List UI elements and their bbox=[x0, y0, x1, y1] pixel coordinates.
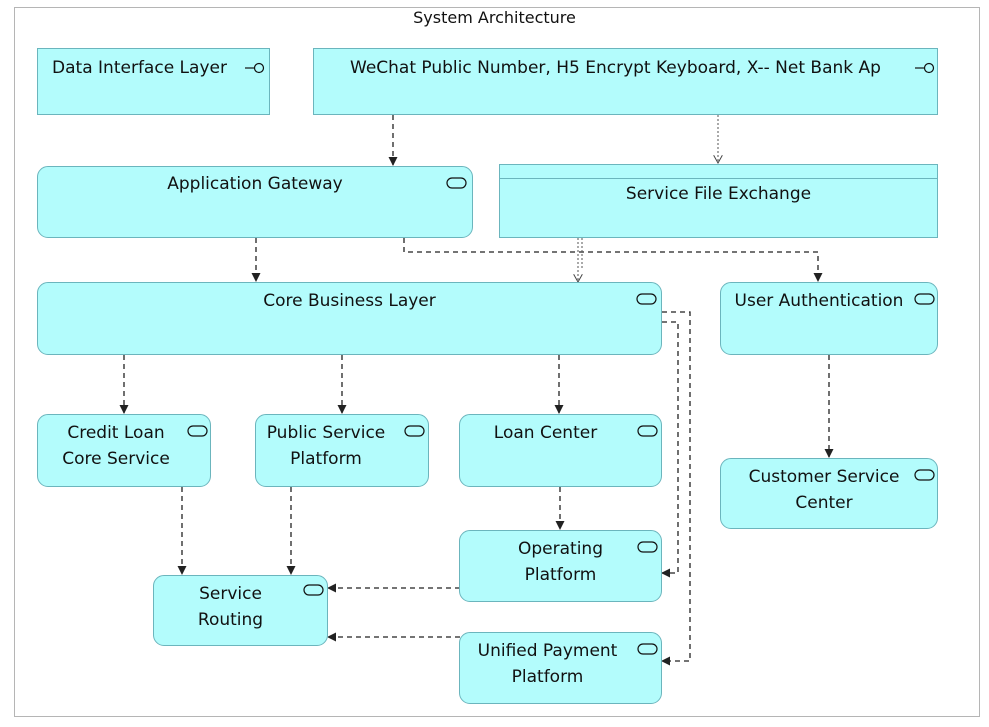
node-label: User Authentication bbox=[734, 291, 904, 311]
node-label-line1: Service bbox=[199, 584, 262, 604]
node-label: Data Interface Layer bbox=[52, 58, 227, 78]
node-customer-service-center[interactable]: Customer Service Center bbox=[720, 458, 938, 529]
service-icon bbox=[187, 425, 208, 437]
node-label: Loan Center bbox=[493, 423, 598, 443]
node-core-business-layer[interactable]: Core Business Layer bbox=[37, 282, 662, 355]
node-service-routing[interactable]: Service Routing bbox=[153, 575, 328, 646]
service-icon bbox=[914, 469, 935, 481]
service-icon bbox=[637, 643, 658, 655]
interface-icon bbox=[245, 62, 265, 74]
edge-gateway-to-user-auth bbox=[403, 238, 823, 282]
node-operating-platform[interactable]: Operating Platform bbox=[459, 530, 662, 602]
node-label-line2: Platform bbox=[511, 667, 584, 687]
node-credit-loan-core-service[interactable]: Credit Loan Core Service bbox=[37, 414, 211, 487]
node-label-line1: Public Service bbox=[266, 423, 386, 443]
node-label: Application Gateway bbox=[167, 174, 343, 194]
service-icon bbox=[914, 293, 935, 305]
edge-core-to-operating bbox=[661, 321, 679, 578]
service-icon bbox=[636, 293, 657, 305]
node-label: Core Business Layer bbox=[263, 291, 436, 311]
node-public-service-platform[interactable]: Public Service Platform bbox=[255, 414, 429, 487]
node-label-line1: Unified Payment bbox=[477, 641, 618, 661]
node-unified-payment-platform[interactable]: Unified Payment Platform bbox=[459, 632, 662, 704]
node-label-line1: Operating bbox=[518, 539, 603, 559]
edge-core-to-payment bbox=[661, 311, 691, 666]
node-data-interface-layer[interactable]: Data Interface Layer bbox=[37, 48, 270, 115]
interface-icon bbox=[915, 62, 935, 74]
node-user-authentication[interactable]: User Authentication bbox=[720, 282, 938, 355]
node-label-line2: Center bbox=[795, 493, 853, 513]
node-wechat-net-bank-app[interactable]: WeChat Public Number, H5 Encrypt Keyboar… bbox=[313, 48, 938, 115]
node-application-gateway[interactable]: Application Gateway bbox=[37, 166, 473, 238]
node-label-line2: Platform bbox=[290, 449, 362, 469]
node-service-file-exchange[interactable]: Service File Exchange bbox=[499, 164, 938, 238]
node-label: WeChat Public Number, H5 Encrypt Keyboar… bbox=[350, 58, 881, 78]
node-label-line1: Customer Service bbox=[748, 467, 900, 487]
service-icon bbox=[637, 541, 658, 553]
node-label-line2: Platform bbox=[524, 565, 597, 585]
diagram-title: System Architecture bbox=[413, 8, 576, 27]
diagram-frame bbox=[14, 7, 980, 717]
node-label: Service File Exchange bbox=[625, 184, 812, 204]
service-icon bbox=[637, 425, 658, 437]
node-label-line2: Routing bbox=[197, 610, 264, 630]
node-label-line2: Core Service bbox=[62, 449, 170, 469]
service-icon bbox=[446, 177, 467, 189]
data-object-header-line bbox=[500, 178, 937, 179]
service-icon bbox=[303, 584, 324, 596]
service-icon bbox=[404, 425, 425, 437]
node-label-line1: Credit Loan bbox=[67, 423, 165, 443]
node-loan-center[interactable]: Loan Center bbox=[459, 414, 662, 487]
